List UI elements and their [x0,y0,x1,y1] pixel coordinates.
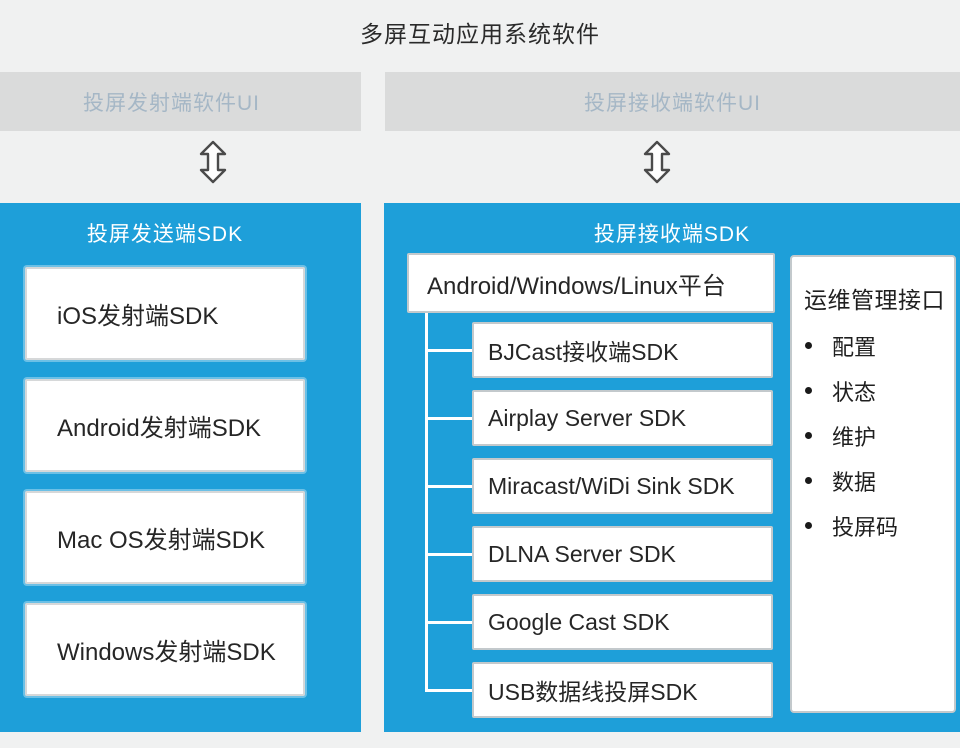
receiver-sdk-box-googlecast: Google Cast SDK [472,594,773,650]
ops-item: 状态 [792,368,954,413]
sender-panel-title: 投屏发送端SDK [86,223,244,246]
sender-sdk-box-macos: Mac OS发射端SDK [25,491,305,584]
ops-item-label: 配置 [832,334,877,360]
receiver-sdk-box-label: USB数据线投屏SDK [488,679,698,705]
receiver-sdk-box-airplay: Airplay Server SDK [472,390,773,446]
updown-arrow-icon [643,140,671,184]
tree-branch-line [425,553,473,556]
ops-item-label: 维护 [832,424,877,450]
ops-panel-title: 运维管理接口 [804,287,945,313]
tree-trunk-line [425,313,428,691]
receiver-sdk-box-label: Airplay Server SDK [488,404,687,431]
ops-item: 配置 [792,323,954,368]
receiver-panel-title: 投屏接收端SDK [593,223,751,246]
receiver-sdk-box-label: BJCast接收端SDK [488,339,679,365]
tree-branch-line [425,417,473,420]
sender-sdk-box-ios: iOS发射端SDK [25,267,305,360]
receiver-sdk-box-label: Miracast/WiDi Sink SDK [488,472,735,499]
ops-item-label: 状态 [832,379,877,405]
platform-box-label: Android/Windows/Linux平台 [427,272,726,300]
sender-sdk-box-label: Mac OS发射端SDK [57,527,266,554]
receiver-sdk-box-label: Google Cast SDK [488,608,670,635]
ops-item: 数据 [792,458,954,503]
receiver-sdk-box-usb: USB数据线投屏SDK [472,662,773,718]
bullet-dot-icon [805,387,812,394]
tree-branch-line [425,689,473,692]
bullet-dot-icon [805,342,812,349]
tree-branch-line [425,485,473,488]
sender-ui-bar: 投屏发射端软件UI [0,72,361,131]
receiver-ui-bar: 投屏接收端软件UI [385,72,960,131]
receiver-ui-bar-label: 投屏接收端软件UI [584,91,761,115]
receiver-sdk-box-miracast: Miracast/WiDi Sink SDK [472,458,773,514]
ops-item: 维护 [792,413,954,458]
tree-branch-line [425,621,473,624]
ops-item: 投屏码 [792,503,954,548]
tree-branch-line [425,349,473,352]
receiver-sdk-panel: Android/Windows/Linux平台 BJCast接收端SDK Air… [384,203,960,732]
ops-item-label: 投屏码 [832,514,899,540]
sender-sdk-box-label: Windows发射端SDK [57,639,276,666]
ops-item-list: 配置 状态 维护 数据 投屏码 [792,323,954,548]
receiver-sdk-box-label: DLNA Server SDK [488,540,676,567]
bullet-dot-icon [805,522,812,529]
sender-sdk-box-label: iOS发射端SDK [57,303,219,330]
platform-box: Android/Windows/Linux平台 [407,253,775,313]
ops-item-label: 数据 [832,469,877,495]
page-title: 多屏互动应用系统软件 [360,21,600,47]
sender-sdk-panel: iOS发射端SDK Android发射端SDK Mac OS发射端SDK Win… [0,203,361,732]
sender-sdk-box-windows: Windows发射端SDK [25,603,305,696]
sender-sdk-box-android: Android发射端SDK [25,379,305,472]
bullet-dot-icon [805,432,812,439]
receiver-sdk-box-dlna: DLNA Server SDK [472,526,773,582]
ops-management-panel: 运维管理接口 配置 状态 维护 数据 [790,255,956,713]
sender-sdk-box-label: Android发射端SDK [57,415,262,442]
receiver-sdk-box-bjcast: BJCast接收端SDK [472,322,773,378]
bullet-dot-icon [805,477,812,484]
sender-ui-bar-label: 投屏发射端软件UI [83,91,260,115]
updown-arrow-icon [199,140,227,184]
